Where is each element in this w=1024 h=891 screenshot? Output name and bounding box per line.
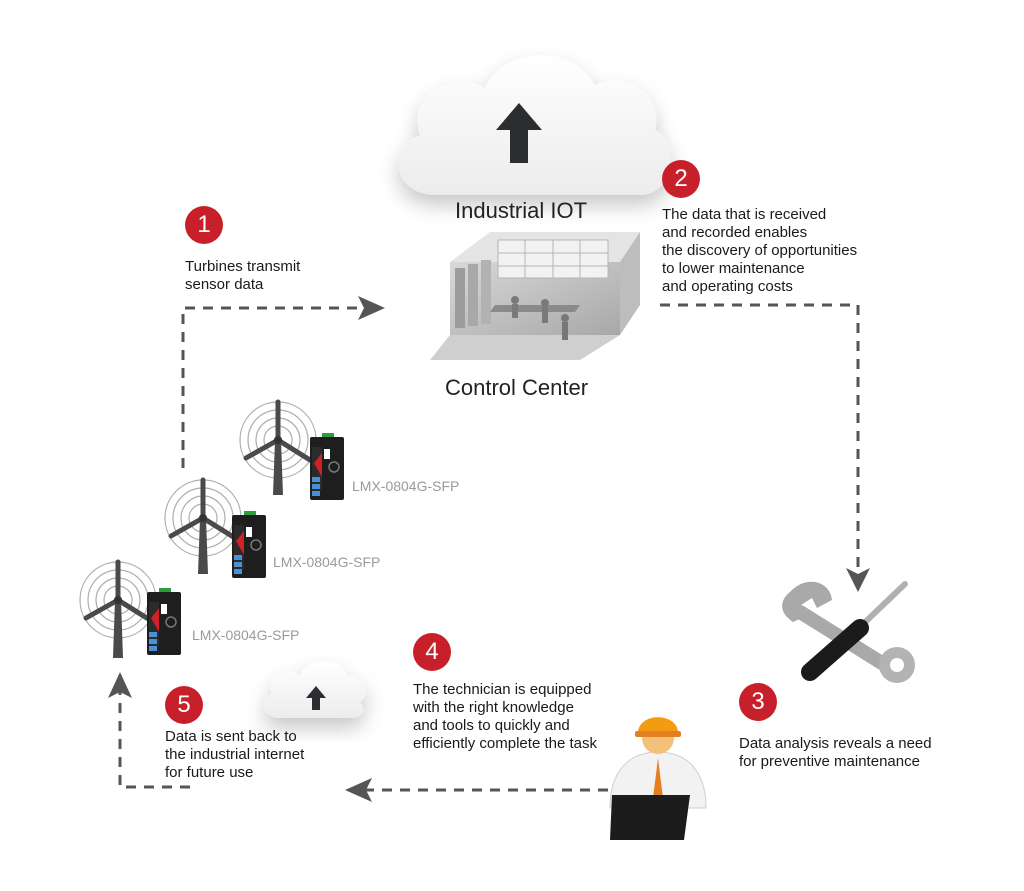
arrowhead-up	[108, 672, 132, 698]
wind-turbine-icon-top	[239, 399, 317, 495]
arrow-turbines-to-control	[181, 306, 360, 468]
device-model-label-middle: LMX-0804G-SFP	[273, 554, 381, 570]
upload-arrow-icon	[496, 103, 542, 163]
industrial-switch-icon-bottom	[147, 588, 181, 655]
industrial-switch-icon-middle	[232, 511, 266, 578]
device-model-label-bottom: LMX-0804G-SFP	[192, 627, 300, 643]
step-3-badge: 3	[739, 683, 777, 721]
control-room-icon	[430, 232, 640, 360]
switch-devices	[147, 433, 344, 655]
arrowhead-down	[846, 568, 870, 592]
wind-turbine-icon-middle	[164, 477, 242, 574]
flow-arrows	[118, 303, 860, 792]
arrow-data-to-turbines	[118, 690, 190, 789]
arrow-control-to-analysis	[660, 303, 860, 570]
arrowhead-right	[358, 296, 385, 320]
industrial-iot-title: Industrial IOT	[455, 198, 588, 223]
step-1-badge: 1	[185, 206, 223, 244]
industrial-switch-icon-top	[310, 433, 344, 500]
control-center-title: Control Center	[445, 375, 589, 400]
device-model-label-top: LMX-0804G-SFP	[352, 478, 460, 494]
technician-icon	[609, 717, 707, 840]
step-4-badge: 4	[413, 633, 451, 671]
wrench-screwdriver-icon	[782, 581, 915, 683]
small-upload-arrow-icon	[306, 686, 326, 710]
step-5-badge: 5	[165, 686, 203, 724]
arrowhead-left	[345, 778, 372, 802]
wind-turbine-icon-bottom	[79, 559, 157, 658]
step-2-badge: 2	[662, 160, 700, 198]
wind-turbines	[79, 399, 317, 658]
arrowheads	[108, 296, 870, 802]
